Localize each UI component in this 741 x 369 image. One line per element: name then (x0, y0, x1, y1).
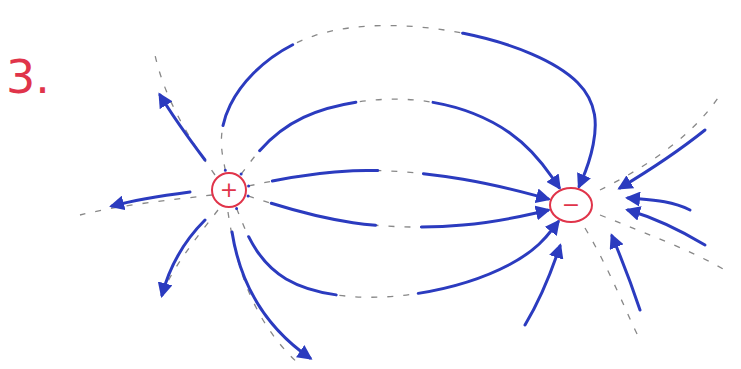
field-line (248, 196, 548, 227)
positive-charge: + (211, 172, 247, 208)
charge-sign: − (562, 194, 580, 216)
negative-charge: − (549, 187, 593, 223)
figure-number: 3. (6, 54, 50, 100)
field-arrow (241, 99, 559, 187)
charge-sign: + (220, 179, 238, 201)
dashed-field-line (80, 55, 725, 365)
field-arrow (249, 170, 549, 198)
field-line (241, 99, 559, 187)
field-line (237, 209, 559, 298)
field-arrow (112, 95, 705, 358)
field-arrow (248, 196, 548, 227)
field-line (249, 170, 549, 198)
field-arrow (237, 209, 559, 298)
